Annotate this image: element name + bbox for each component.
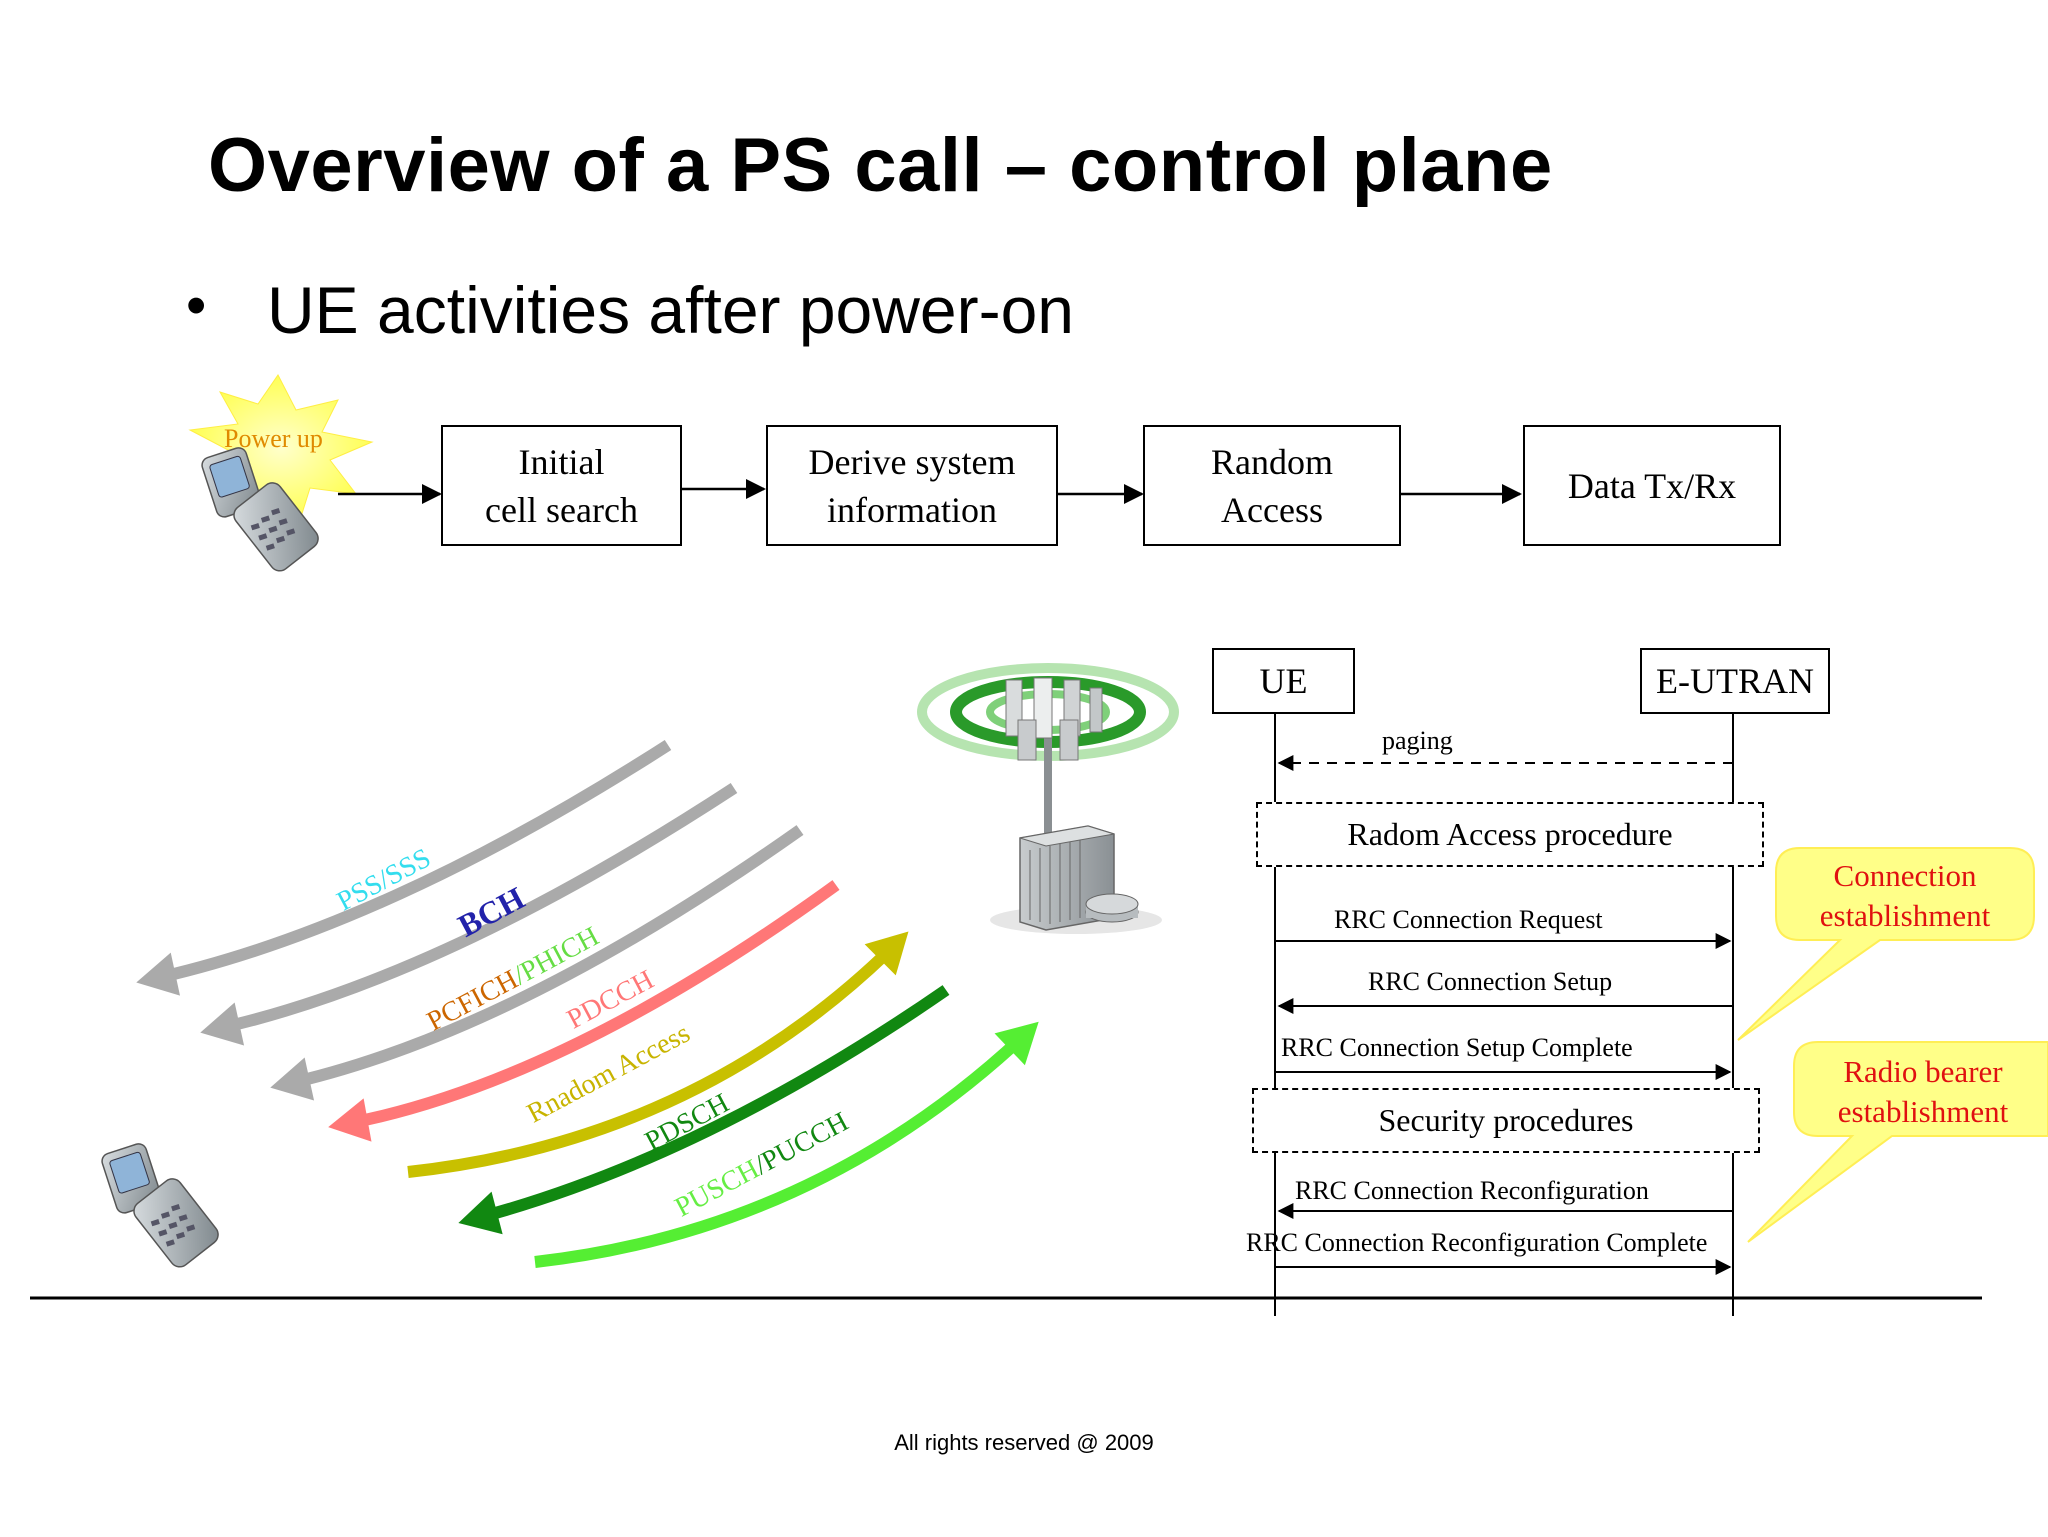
channel-arc-6 — [534, 1025, 1035, 1268]
channel-arrowhead-3 — [328, 1098, 372, 1142]
phone-icon-bottom — [101, 1143, 219, 1268]
msg-label-rrc-reconfig-complete: RRC Connection Reconfiguration Complete — [1246, 1228, 1708, 1257]
message-arrows — [1275, 755, 1733, 1275]
channel-arrowhead-6 — [994, 1021, 1039, 1066]
flow-step-data-tx-rx: Data Tx/Rx — [1523, 425, 1781, 546]
power-up-label: Power up — [224, 424, 323, 453]
entity-ue: UE — [1212, 648, 1355, 714]
channel-arc-0 — [146, 739, 672, 986]
channel-arrowhead-2 — [270, 1057, 315, 1101]
flow-step-initial-cell-search: Initial cell search — [441, 425, 682, 546]
callout-radio-bearer — [1747, 1041, 2048, 1243]
channel-arrowhead-0 — [136, 952, 181, 996]
channel-arrowhead-4 — [864, 931, 909, 976]
channel-arrowhead-5 — [458, 1191, 503, 1235]
callout-text-connection: Connection establishment — [1819, 858, 1991, 933]
channel-arc-5 — [468, 985, 950, 1226]
channel-arrowhead-1 — [200, 1002, 245, 1046]
base-station-icon — [917, 663, 1179, 934]
msg-label-rrc-request: RRC Connection Request — [1334, 905, 1603, 934]
slide-title: Overview of a PS call – control plane — [208, 123, 1553, 208]
procedure-random-access: Radom Access procedure — [1256, 802, 1764, 867]
callout-text-radio-bearer: Radio bearer establishment — [1837, 1054, 2009, 1129]
msg-label-paging: paging — [1382, 726, 1453, 755]
callout-connection — [1737, 847, 2035, 1041]
entity-e-utran: E-UTRAN — [1640, 648, 1830, 714]
phone-icon-top — [201, 447, 319, 572]
flow-step-random-access: Random Access — [1143, 425, 1401, 546]
flow-step-derive-system-info: Derive system information — [766, 425, 1058, 546]
channel-arc-1 — [210, 782, 738, 1036]
channel-arc-3 — [338, 880, 840, 1131]
bullet-icon: • — [186, 273, 207, 338]
msg-label-rrc-setup: RRC Connection Setup — [1368, 967, 1613, 996]
channel-arc-2 — [280, 825, 804, 1091]
msg-label-rrc-reconfig: RRC Connection Reconfiguration — [1295, 1176, 1649, 1205]
bullet-text: UE activities after power-on — [267, 273, 1074, 347]
channel-arcs — [136, 739, 1039, 1268]
procedure-security: Security procedures — [1252, 1088, 1760, 1153]
flow-arrows — [338, 479, 1522, 504]
msg-label-rrc-setup-complete: RRC Connection Setup Complete — [1281, 1033, 1633, 1062]
channel-arc-4 — [407, 935, 905, 1178]
footer-copyright: All rights reserved @ 2009 — [894, 1430, 1154, 1455]
